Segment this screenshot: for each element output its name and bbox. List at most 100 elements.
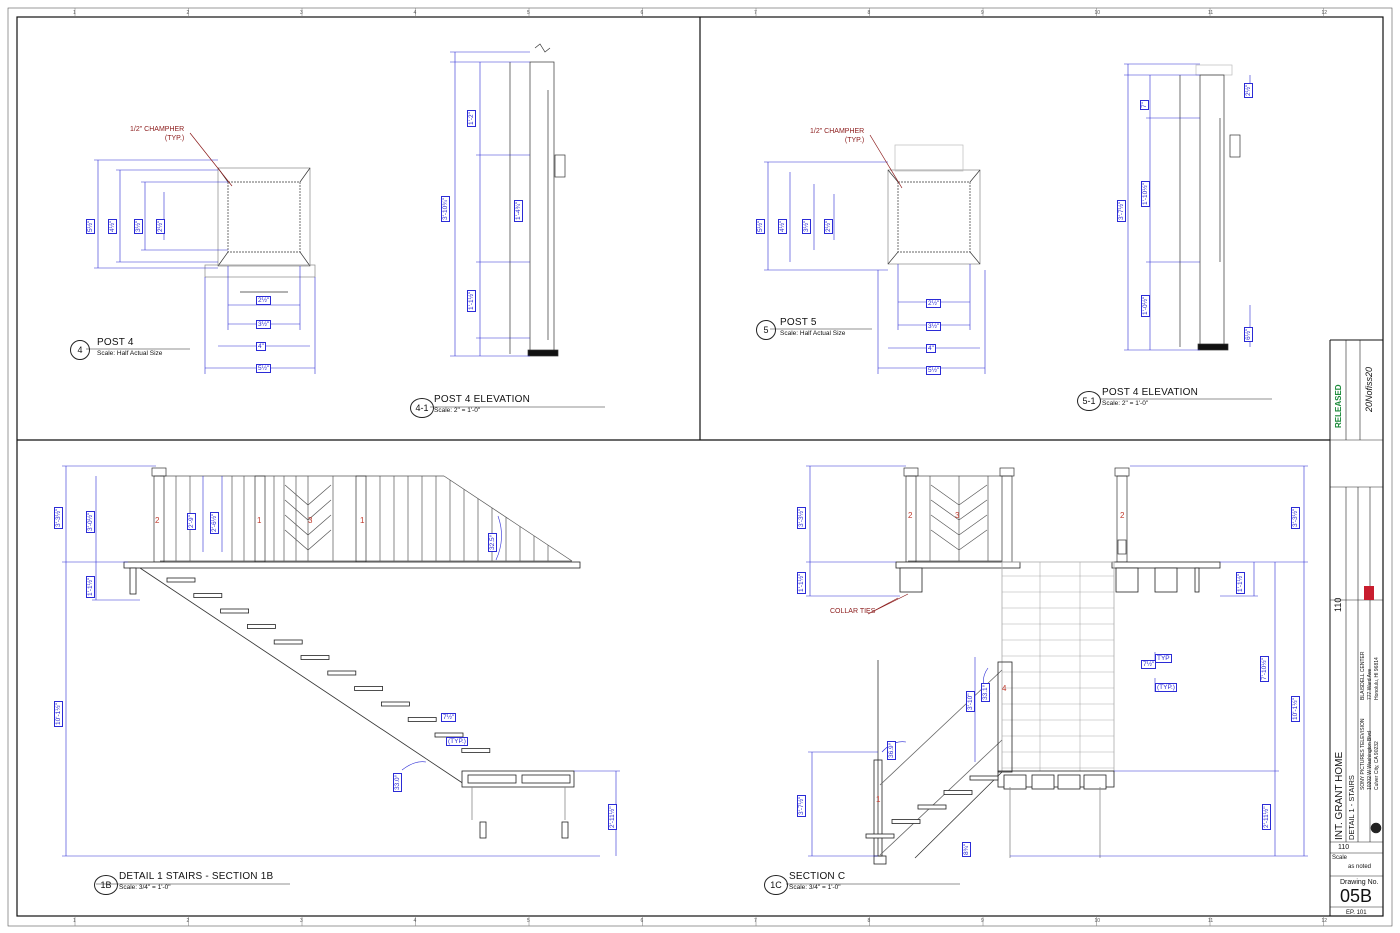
drawing-no-label: Drawing No. — [1340, 879, 1379, 886]
grid-label-top: 9 — [981, 10, 984, 16]
grid-label-top: 10 — [1094, 10, 1101, 16]
drawing-number: 05B — [1340, 886, 1373, 906]
post5-dims — [764, 161, 986, 374]
dim-label: 3'-3½" — [1291, 506, 1300, 529]
grid-label-bottom: 3 — [300, 918, 303, 924]
grid-label-top: 5 — [527, 10, 530, 16]
dim-label: 2'-9" — [187, 513, 196, 530]
post5-elevation — [1179, 64, 1241, 351]
post5-detail-scale: Scale: Half Actual Size — [780, 330, 846, 337]
post-number-1c: 2 — [908, 511, 913, 520]
released-stamp: RELEASED — [1334, 384, 1343, 428]
post5-note-line1: 1/2" CHAMPHER — [810, 128, 865, 135]
collar-ties-callout: COLLAR TIES — [830, 608, 876, 615]
grid-label-bottom: 9 — [981, 918, 984, 924]
dim-label: 2½" — [156, 218, 165, 234]
stair-tread — [943, 790, 973, 795]
post4-elev-title: POST 4 ELEVATION — [434, 394, 531, 405]
dim-label: 1'-4¾" — [514, 199, 523, 222]
dim-label: 5½" — [756, 218, 765, 234]
dim-label: TYP — [1155, 654, 1172, 663]
dim-label: 33.0° — [393, 772, 402, 792]
dim-label: 4" — [256, 342, 266, 351]
dim-label: 36.9° — [887, 740, 896, 760]
company-line-1: BLAISDELL CENTER — [1360, 651, 1366, 700]
dim-label: 1'-2" — [467, 110, 476, 127]
post5-elev-number: 5-1 — [1077, 391, 1101, 411]
dim-label: 2½" — [1244, 82, 1253, 98]
stair-tread — [917, 804, 947, 810]
dim-label: 2½" — [824, 218, 833, 234]
section1b-scale: Scale: 3/4" = 1'-0" — [119, 884, 171, 891]
grid-label-bottom: 8 — [867, 918, 871, 924]
grid-label-bottom: 10 — [1094, 918, 1101, 924]
dim-label: 2'-11½" — [1262, 804, 1271, 830]
company-line-4: SONY PICTURES TELEVISION — [1360, 718, 1366, 790]
post-number-1c: 2 — [1120, 511, 1125, 520]
dim-label: 3'-3½" — [54, 506, 63, 529]
section1c-railing — [903, 467, 1130, 563]
title-block-lines — [1330, 340, 1383, 908]
stair-tread — [327, 670, 357, 676]
section1b-number: 1B — [94, 875, 118, 895]
post-number-1c: 4 — [1002, 684, 1007, 693]
grid-label-bottom: 11 — [1208, 918, 1214, 924]
stair-tread — [969, 775, 999, 781]
dim-label: 3'-10¾" — [441, 196, 450, 222]
company-line-6: Culver City, CA 90232 — [1374, 741, 1380, 790]
post-number-1c: 3 — [955, 511, 960, 520]
grid-label-bottom: 12 — [1321, 918, 1328, 924]
post5-note-line2: (TYP.) — [844, 137, 865, 144]
post4-elev-number: 4-1 — [410, 398, 434, 418]
sheet-description: DETAIL 1 - STAIRS — [1347, 775, 1356, 840]
post-number-1c: 1 — [876, 795, 881, 804]
title-set-number: 110 — [1338, 844, 1350, 851]
dim-label: 1'-1½" — [86, 575, 95, 598]
post-number-1b: 2 — [155, 516, 160, 525]
dim-label: 6½" — [1244, 326, 1253, 342]
post5-plan — [887, 144, 981, 265]
dim-label: 4½" — [778, 218, 787, 234]
grid-label-top: 3 — [300, 10, 303, 16]
scale-label: Scale — [1332, 855, 1348, 861]
dim-label: 10'-1½" — [1291, 696, 1300, 722]
signature: 20Nofiss20 — [1364, 366, 1374, 412]
dim-label: 2'-6½" — [210, 511, 219, 534]
dim-label: 3½" — [926, 322, 942, 331]
company-line-2: 777 Ward Ave — [1367, 668, 1373, 700]
stair-tread — [380, 701, 410, 707]
stair-tread — [273, 639, 303, 645]
section1c-scale: Scale: 3/4" = 1'-0" — [789, 884, 841, 891]
dim-label: (TYP.) — [1155, 683, 1177, 692]
stair-tread — [407, 717, 437, 722]
post4-plan — [204, 167, 316, 293]
project-name: INT. GRANT HOME — [1334, 751, 1345, 840]
company-line-3: Honolulu, HI 96814 — [1374, 657, 1380, 700]
company-line-5: 10202 W Washington Blvd — [1367, 731, 1373, 790]
post4-note-line2: (TYP.) — [164, 135, 185, 142]
dim-label: 5½" — [926, 366, 942, 375]
dim-label: 7½" — [441, 713, 457, 722]
stair-tread — [461, 748, 491, 753]
post5-elev-title: POST 4 ELEVATION — [1102, 387, 1199, 398]
dim-label: 5½" — [86, 218, 95, 234]
stair-tread — [865, 833, 895, 839]
section1b-dims — [62, 465, 620, 857]
dim-label: 2'-11½" — [608, 804, 617, 830]
grid-label-top: 7 — [754, 10, 757, 16]
grid-ticks — [74, 8, 1324, 926]
stair-tread — [891, 819, 921, 824]
dim-label: 3'-7½" — [1117, 199, 1126, 222]
dim-label: 1'-1½" — [797, 571, 806, 594]
post5-chamfer-note: 1/2" CHAMPHER (TYP.) — [810, 127, 864, 145]
post4-note-line1: 1/2" CHAMPHER — [130, 126, 185, 133]
stair-tread — [220, 608, 250, 614]
post4-detail-scale: Scale: Half Actual Size — [97, 350, 163, 357]
episode-number: EP. 101 — [1346, 910, 1367, 916]
dim-label: 3½" — [256, 320, 272, 329]
dim-label: 1'-1½" — [1236, 571, 1245, 594]
dim-label: 4" — [926, 344, 936, 353]
dim-label: 3'-3½" — [797, 506, 806, 529]
stair-tread — [193, 593, 223, 598]
dim-label: (TYP.) — [446, 737, 468, 746]
